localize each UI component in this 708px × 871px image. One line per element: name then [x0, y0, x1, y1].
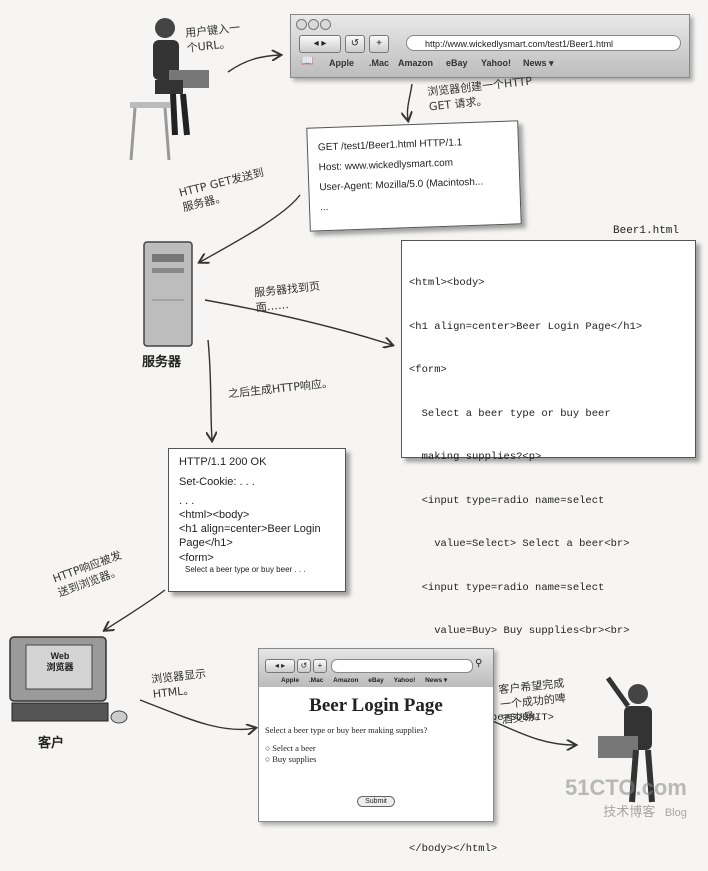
note-client-hopes: 客户希望完成 一个成功的啤 酒交易。: [497, 676, 567, 727]
bookmark-item[interactable]: Apple: [281, 677, 300, 684]
code-line: <input type=radio name=select: [409, 581, 605, 594]
watermark-brand: 51CTO.com: [565, 775, 687, 800]
rendered-question: Select a beer type or buy beer making su…: [265, 725, 428, 735]
bookmark-item[interactable]: Yahoo!: [393, 677, 416, 684]
client-computer-icon: [9, 636, 128, 724]
bookmark-item[interactable]: eBay: [368, 677, 384, 684]
response-body-line: Page</h1>: [179, 537, 233, 550]
server-tower-icon: [143, 241, 193, 347]
arrow-client-to-page: [139, 699, 255, 729]
arrow-server-to-file: [204, 299, 392, 345]
arrow-request-to-server: [200, 194, 301, 262]
note-browser-renders-html: 浏览器显示 HTML。: [150, 667, 207, 701]
rendered-option-select[interactable]: ○ Select a beer: [265, 743, 493, 753]
code-line: </body></html>: [409, 842, 498, 855]
code-line: value=Select> Select a beer<br>: [409, 538, 630, 550]
code-line: Select a beer type or buy beer: [409, 407, 611, 420]
zoom-dot-icon[interactable]: [320, 19, 331, 30]
submit-button[interactable]: Submit: [357, 796, 395, 807]
bookmark-item[interactable]: eBay: [446, 58, 468, 68]
back-forward-button[interactable]: ◂ ▸: [265, 659, 295, 673]
bookmark-item[interactable]: Apple: [329, 58, 355, 68]
client-screen-line: Web: [50, 651, 70, 661]
code-line: <h1 align=center>Beer Login Page</h1>: [409, 320, 643, 333]
code-line: <input type=radio name=select: [409, 494, 605, 507]
minimize-dot-icon[interactable]: [308, 19, 319, 30]
response-body-line: Select a beer type or buy beer . . .: [185, 565, 306, 575]
html-source-card: <html><body> <h1 align=center>Beer Login…: [401, 240, 696, 855]
bookmark-item[interactable]: News ▾: [425, 677, 448, 684]
bookmark-item[interactable]: Yahoo!: [481, 58, 512, 68]
bookmark-item[interactable]: Amazon: [333, 677, 359, 684]
bookmarks-book-icon[interactable]: 📖: [301, 56, 314, 67]
reload-icon[interactable]: ↺: [345, 35, 365, 53]
rendered-page-title: Beer Login Page: [309, 695, 443, 716]
code-line: value=Buy> Buy supplies<br><br>: [409, 625, 630, 637]
arrow-server-to-response: [208, 339, 212, 440]
back-forward-button[interactable]: ◂ ▸: [299, 35, 341, 53]
code-line: <html><body>: [409, 277, 485, 289]
rendered-toolbar: ◂ ▸ ↺ + ⚲ Apple .Mac Amazon eBay Yahoo! …: [259, 649, 493, 687]
response-body-line: <form>: [179, 551, 214, 564]
arrow-page-to-girl: [489, 719, 575, 745]
client-label: 客户: [38, 735, 65, 750]
add-bookmark-icon[interactable]: +: [369, 35, 389, 53]
browser-toolbar: ◂ ▸ ↺ + http://www.wickedlysmart.com/tes…: [290, 14, 690, 78]
arrow-response-to-client: [105, 589, 166, 630]
server-label: 服务器: [142, 354, 182, 369]
http-response-card: HTTP/1.1 200 OK Set-Cookie: . . . . . . …: [168, 448, 346, 592]
client-screen-text: Web 浏览器: [30, 651, 90, 673]
watermark-blog: Blog: [664, 807, 687, 819]
response-set-cookie: Set-Cookie: . . .: [179, 476, 255, 489]
option-label: Buy supplies: [272, 754, 317, 764]
response-status-line: HTTP/1.1 200 OK: [179, 456, 267, 468]
bookmark-item[interactable]: .Mac: [308, 677, 324, 684]
client-screen-line: 浏览器: [46, 661, 74, 672]
response-ellipsis: . . .: [179, 494, 195, 507]
happy-customer-illustration: [598, 676, 655, 803]
rendered-browser-window: ◂ ▸ ↺ + ⚲ Apple .Mac Amazon eBay Yahoo! …: [258, 648, 494, 822]
http-request-card: GET /test1/Beer1.html HTTP/1.1 Host: www…: [306, 120, 522, 232]
radio-icon[interactable]: ○: [265, 743, 271, 753]
watermark-sub: 技术博客: [603, 804, 656, 819]
rendered-bookmarks: Apple .Mac Amazon eBay Yahoo! News ▾: [267, 676, 447, 684]
bookmark-item[interactable]: .Mac: [369, 58, 390, 68]
response-body-line: <html><body>: [179, 508, 250, 521]
option-label: Select a beer: [272, 743, 316, 753]
search-icon[interactable]: ⚲: [475, 658, 483, 669]
reload-icon[interactable]: ↺: [297, 659, 311, 673]
user-with-laptop-illustration: [129, 18, 209, 161]
radio-icon[interactable]: ○: [265, 754, 271, 764]
flow-arrows: [0, 0, 708, 841]
arrow-user-to-browser: [227, 55, 280, 73]
note-user-types-url: 用户键入一 个URL。: [184, 21, 241, 55]
bookmark-item[interactable]: Amazon: [398, 58, 434, 68]
file-name-label: Beer1.html: [613, 225, 680, 237]
arrow-browser-to-request: [407, 83, 412, 120]
code-line: making supplies?<p>: [409, 451, 542, 463]
watermark: 51CTO.com 技术博客 Blog: [565, 775, 687, 820]
address-bar[interactable]: http://www.wickedlysmart.com/test1/Beer1…: [406, 35, 681, 51]
bookmark-item[interactable]: News ▾: [523, 58, 554, 68]
close-dot-icon[interactable]: [296, 19, 307, 30]
code-line: <form>: [409, 364, 447, 376]
response-body-line: <h1 align=center>Beer Login: [179, 523, 321, 536]
add-bookmark-icon[interactable]: +: [313, 659, 327, 673]
rendered-option-buy[interactable]: ○ Buy supplies: [265, 754, 493, 764]
address-bar[interactable]: [331, 659, 473, 673]
